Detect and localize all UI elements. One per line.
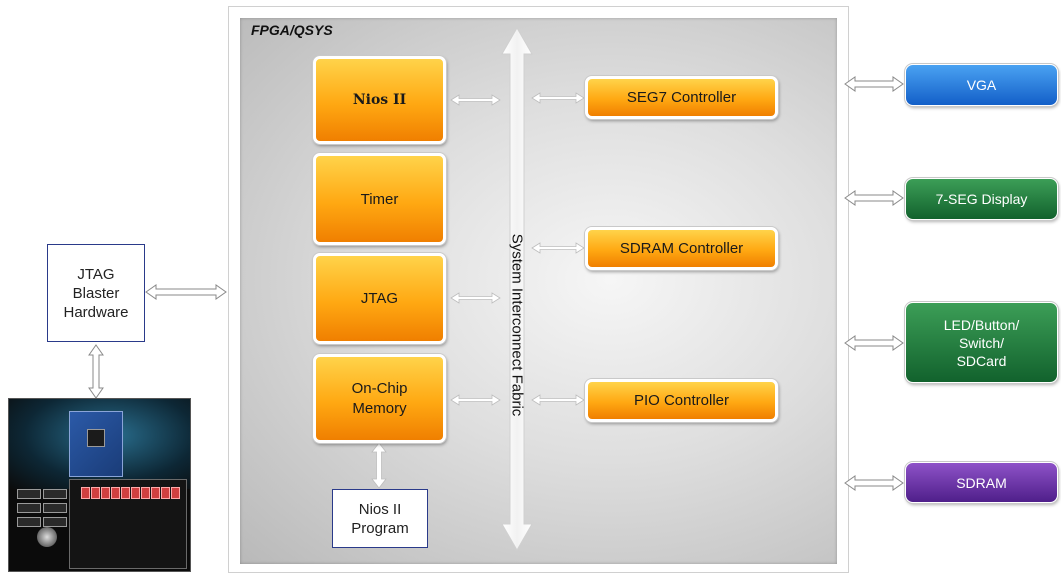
timer-block: Timer <box>313 153 446 245</box>
jtag-hw-line3: Hardware <box>63 303 129 321</box>
led-line3: SDCard <box>956 352 1007 369</box>
panel-switch <box>141 487 150 499</box>
timer-label: Timer <box>360 190 399 208</box>
led-line2: Switch/ <box>958 334 1005 351</box>
panel-switch <box>121 487 130 499</box>
panel-button <box>17 517 41 527</box>
panel-switch <box>151 487 160 499</box>
panel-switch <box>101 487 110 499</box>
board-chip <box>87 429 105 447</box>
panel-button <box>43 503 67 513</box>
led-line1: LED/Button/ <box>943 316 1020 333</box>
sdram-block: SDRAM <box>905 462 1058 503</box>
sdram-label: SDRAM <box>956 474 1007 491</box>
fabric-seg7-arrow <box>531 92 585 104</box>
jtag-fabric-arrow <box>450 292 501 304</box>
program-line1: Nios II <box>358 500 402 518</box>
system-fabric-arrow <box>501 26 533 552</box>
fabric-sdram-arrow <box>531 242 585 254</box>
board-control-panel-screenshot <box>8 398 191 572</box>
vga-label: VGA <box>966 77 997 93</box>
memory-fabric-arrow <box>450 394 501 406</box>
fpga-vga-arrow <box>844 76 904 92</box>
led-button-switch-sdcard-block: LED/Button/ Switch/ SDCard <box>905 302 1058 383</box>
jtag-block: JTAG <box>313 253 446 344</box>
panel-switch <box>91 487 100 499</box>
jtag-hardware-fpga-arrow <box>145 284 227 300</box>
vga-block: VGA <box>905 64 1058 106</box>
nios-fabric-arrow <box>450 94 501 106</box>
fabric-pio-arrow <box>531 394 585 406</box>
jtag-blaster-hardware-box: JTAG Blaster Hardware <box>47 244 145 342</box>
jtag-label: JTAG <box>360 290 399 307</box>
fabric-label: System Interconnect Fabric <box>508 233 526 417</box>
jtag-hw-line2: Blaster <box>72 284 120 302</box>
seg7-controller-label: SEG7 Controller <box>626 89 737 106</box>
panel-button <box>17 489 41 499</box>
pio-controller-label: PIO Controller <box>633 392 730 409</box>
panel-knob <box>37 527 57 547</box>
sdram-controller-block: SDRAM Controller <box>585 227 778 270</box>
panel-button <box>43 517 67 527</box>
nios-ii-block: Nios II <box>313 56 446 144</box>
nios-ii-label: Nios II <box>352 92 407 108</box>
on-chip-line1: On-Chip <box>351 379 408 397</box>
panel-switch <box>111 487 120 499</box>
memory-program-arrow <box>371 442 387 489</box>
fpga-7seg-arrow <box>844 190 904 206</box>
panel-switch <box>81 487 90 499</box>
seven-seg-display-block: 7-SEG Display <box>905 178 1058 220</box>
nios-ii-program-box: Nios II Program <box>332 489 428 548</box>
on-chip-line2: Memory <box>352 399 407 417</box>
panel-title: FPGA/QSYS <box>251 22 333 38</box>
on-chip-memory-block: On-Chip Memory <box>313 354 446 443</box>
seven-seg-label: 7-SEG Display <box>935 191 1028 207</box>
pio-controller-block: PIO Controller <box>585 379 778 422</box>
panel-button <box>17 503 41 513</box>
fpga-sdram-arrow <box>844 475 904 491</box>
seg7-controller-block: SEG7 Controller <box>585 76 778 119</box>
sdram-controller-label: SDRAM Controller <box>619 240 744 257</box>
program-line2: Program <box>351 519 409 537</box>
panel-switch <box>131 487 140 499</box>
jtag-hardware-board-arrow <box>88 344 104 399</box>
panel-switch <box>171 487 180 499</box>
panel-button <box>43 489 67 499</box>
fpga-led-arrow <box>844 335 904 351</box>
panel-switch <box>161 487 170 499</box>
jtag-hw-line1: JTAG <box>77 265 115 283</box>
